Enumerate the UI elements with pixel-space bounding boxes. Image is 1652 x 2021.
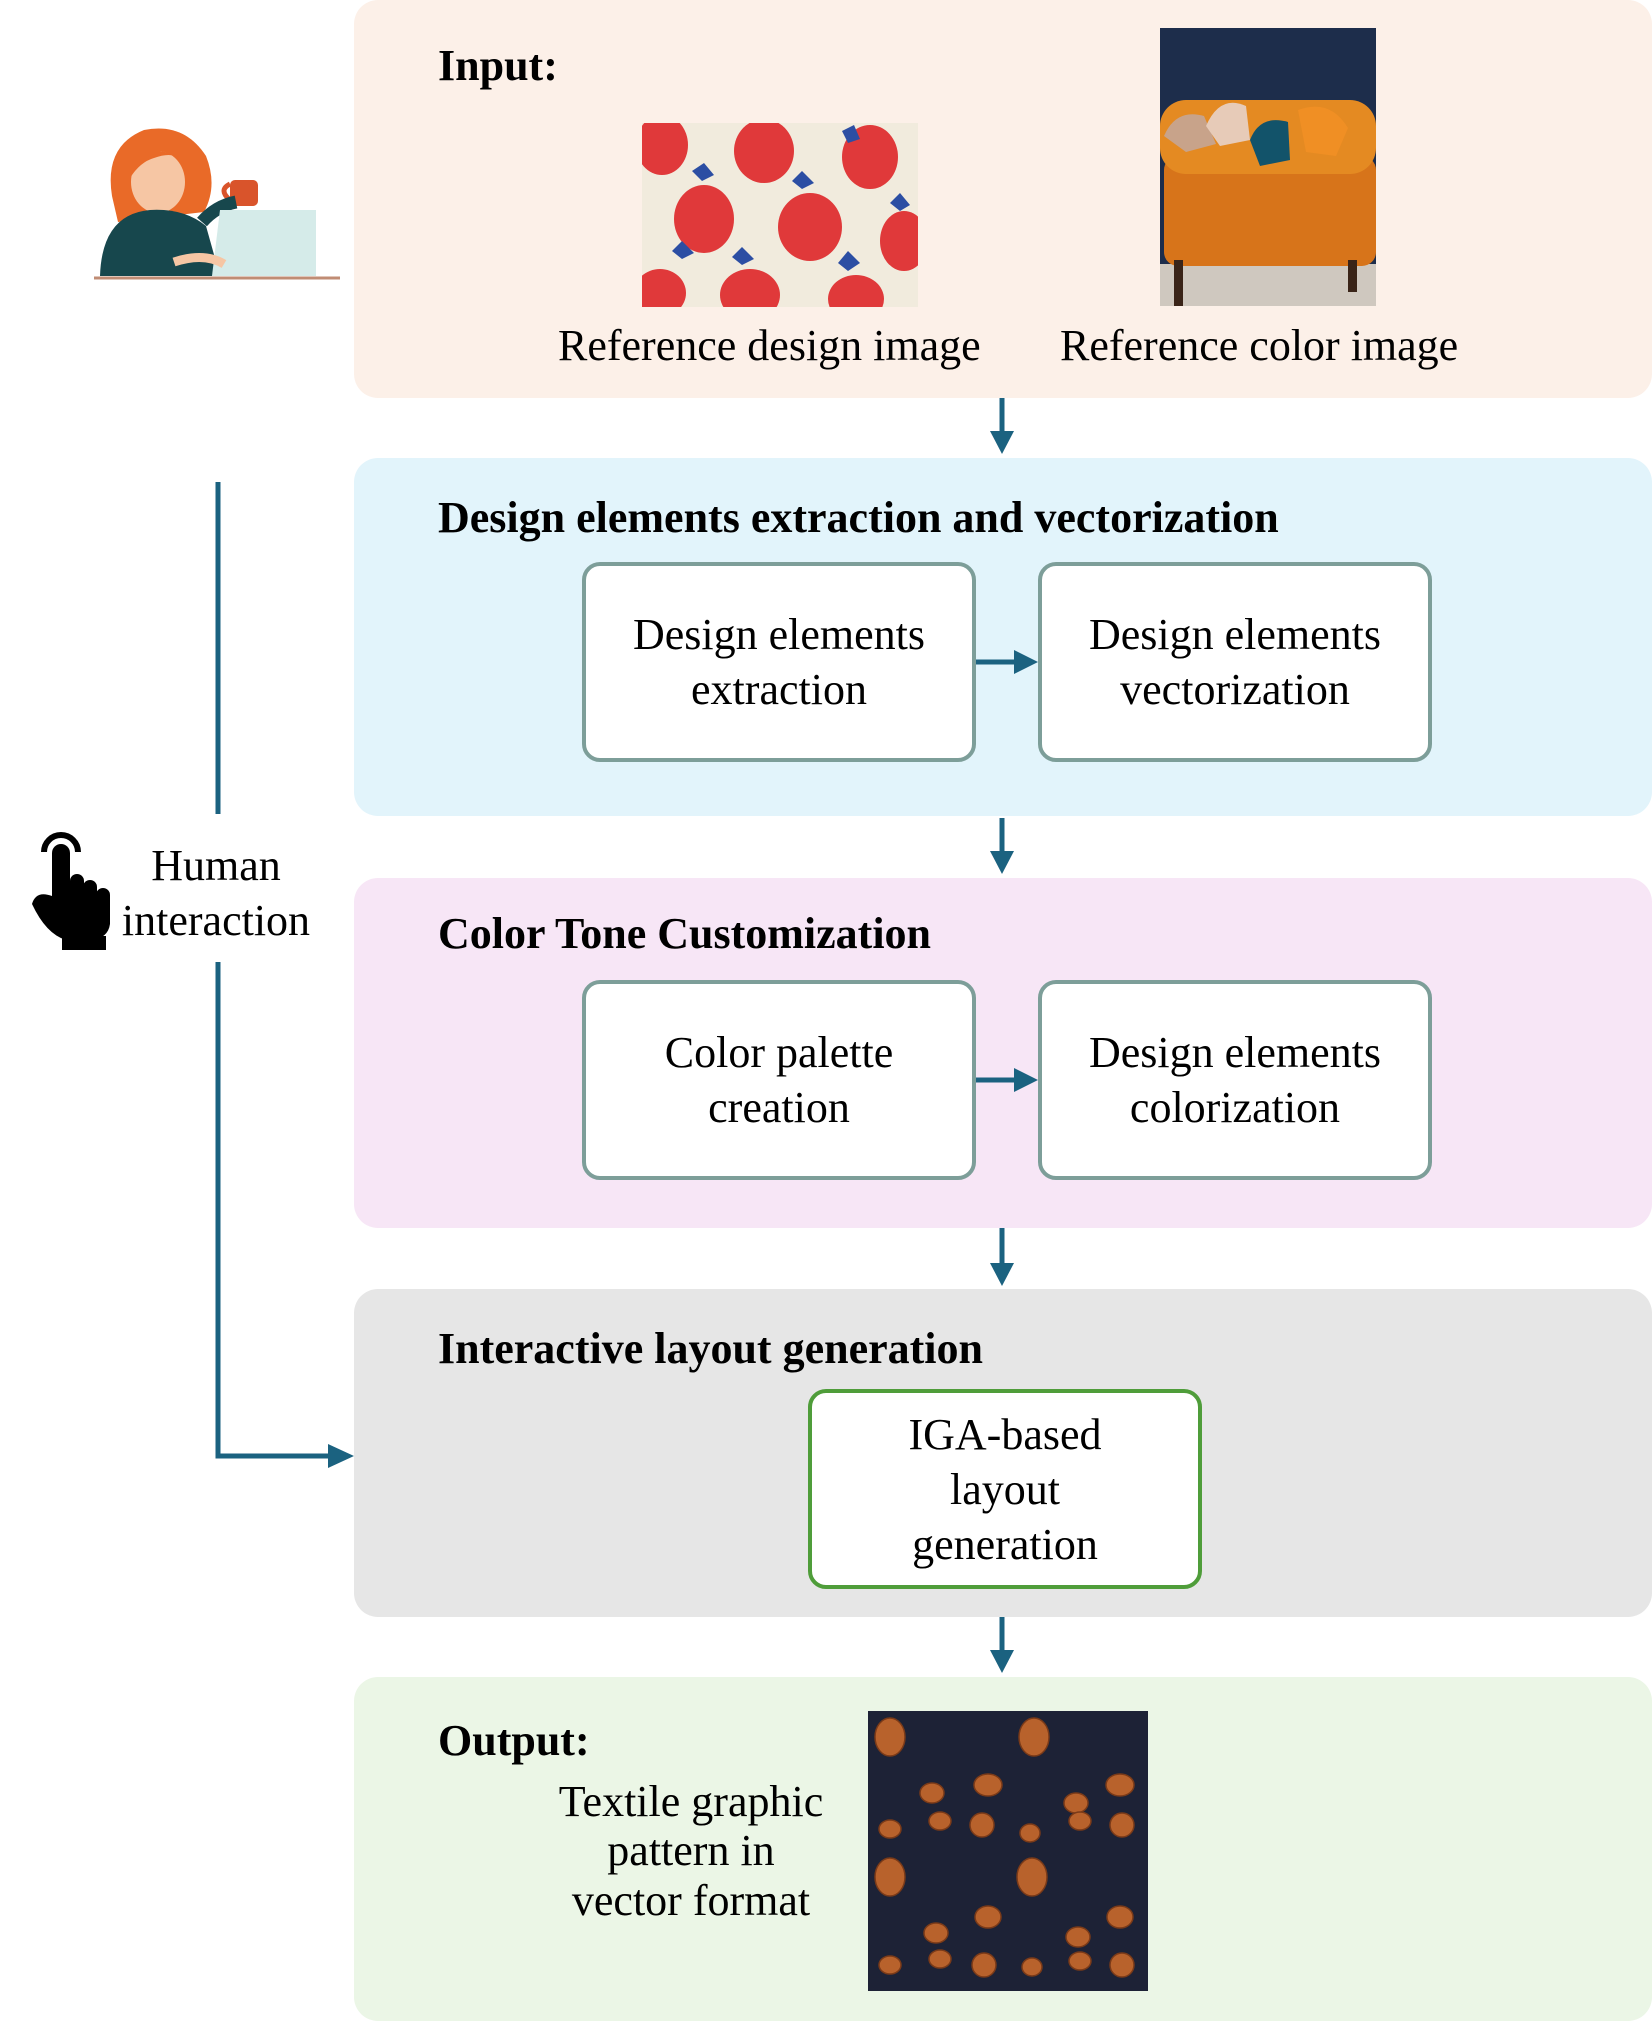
- flow-arrow-palette-to-colorization: [976, 1068, 1038, 1092]
- output-pattern-image: [868, 1711, 1148, 1991]
- human-interaction-connector: [215, 482, 354, 1468]
- extraction-panel: Design elements extraction and vectoriza…: [354, 458, 1652, 816]
- connector-arrowhead: [328, 1444, 354, 1468]
- reference-design-caption: Reference design image: [558, 321, 981, 370]
- reference-color-image: [1160, 28, 1376, 306]
- color-tone-title: Color Tone Customization: [438, 909, 932, 958]
- extraction-title: Design elements extraction and vectoriza…: [438, 493, 1279, 542]
- flow-arrow-input-to-extraction: [990, 398, 1014, 454]
- pointing-hand-icon: [30, 824, 116, 950]
- design-elements-vectorization-box: Design elements vectorization: [1038, 562, 1432, 762]
- human-interaction-label: Human interaction: [121, 841, 311, 945]
- output-panel: Output: Textile graphic pattern in vecto…: [354, 1677, 1652, 2021]
- flow-arrow-extraction-to-vectorization: [976, 650, 1038, 674]
- layout-title: Interactive layout generation: [438, 1324, 983, 1373]
- output-title: Output:: [438, 1716, 590, 1765]
- iga-layout-generation-box: IGA-based layout generation: [808, 1389, 1202, 1589]
- output-caption: Textile graphic pattern in vector format: [558, 1777, 824, 1925]
- person-at-laptop-illustration: [94, 126, 342, 282]
- input-panel: Input:: [354, 0, 1652, 398]
- design-elements-extraction-box: Design elements extraction: [582, 562, 976, 762]
- design-elements-colorization-box: Design elements colorization: [1038, 980, 1432, 1180]
- input-title: Input:: [438, 41, 558, 90]
- reference-design-image: [642, 123, 918, 307]
- color-tone-panel: Color Tone Customization Color palette c…: [354, 878, 1652, 1228]
- reference-color-caption: Reference color image: [1060, 321, 1459, 370]
- flow-arrow-extraction-to-color: [990, 818, 1014, 874]
- layout-panel: Interactive layout generation IGA-based …: [354, 1289, 1652, 1617]
- flow-arrow-layout-to-output: [990, 1617, 1014, 1673]
- flow-arrow-color-to-layout: [990, 1228, 1014, 1286]
- color-palette-creation-box: Color palette creation: [582, 980, 976, 1180]
